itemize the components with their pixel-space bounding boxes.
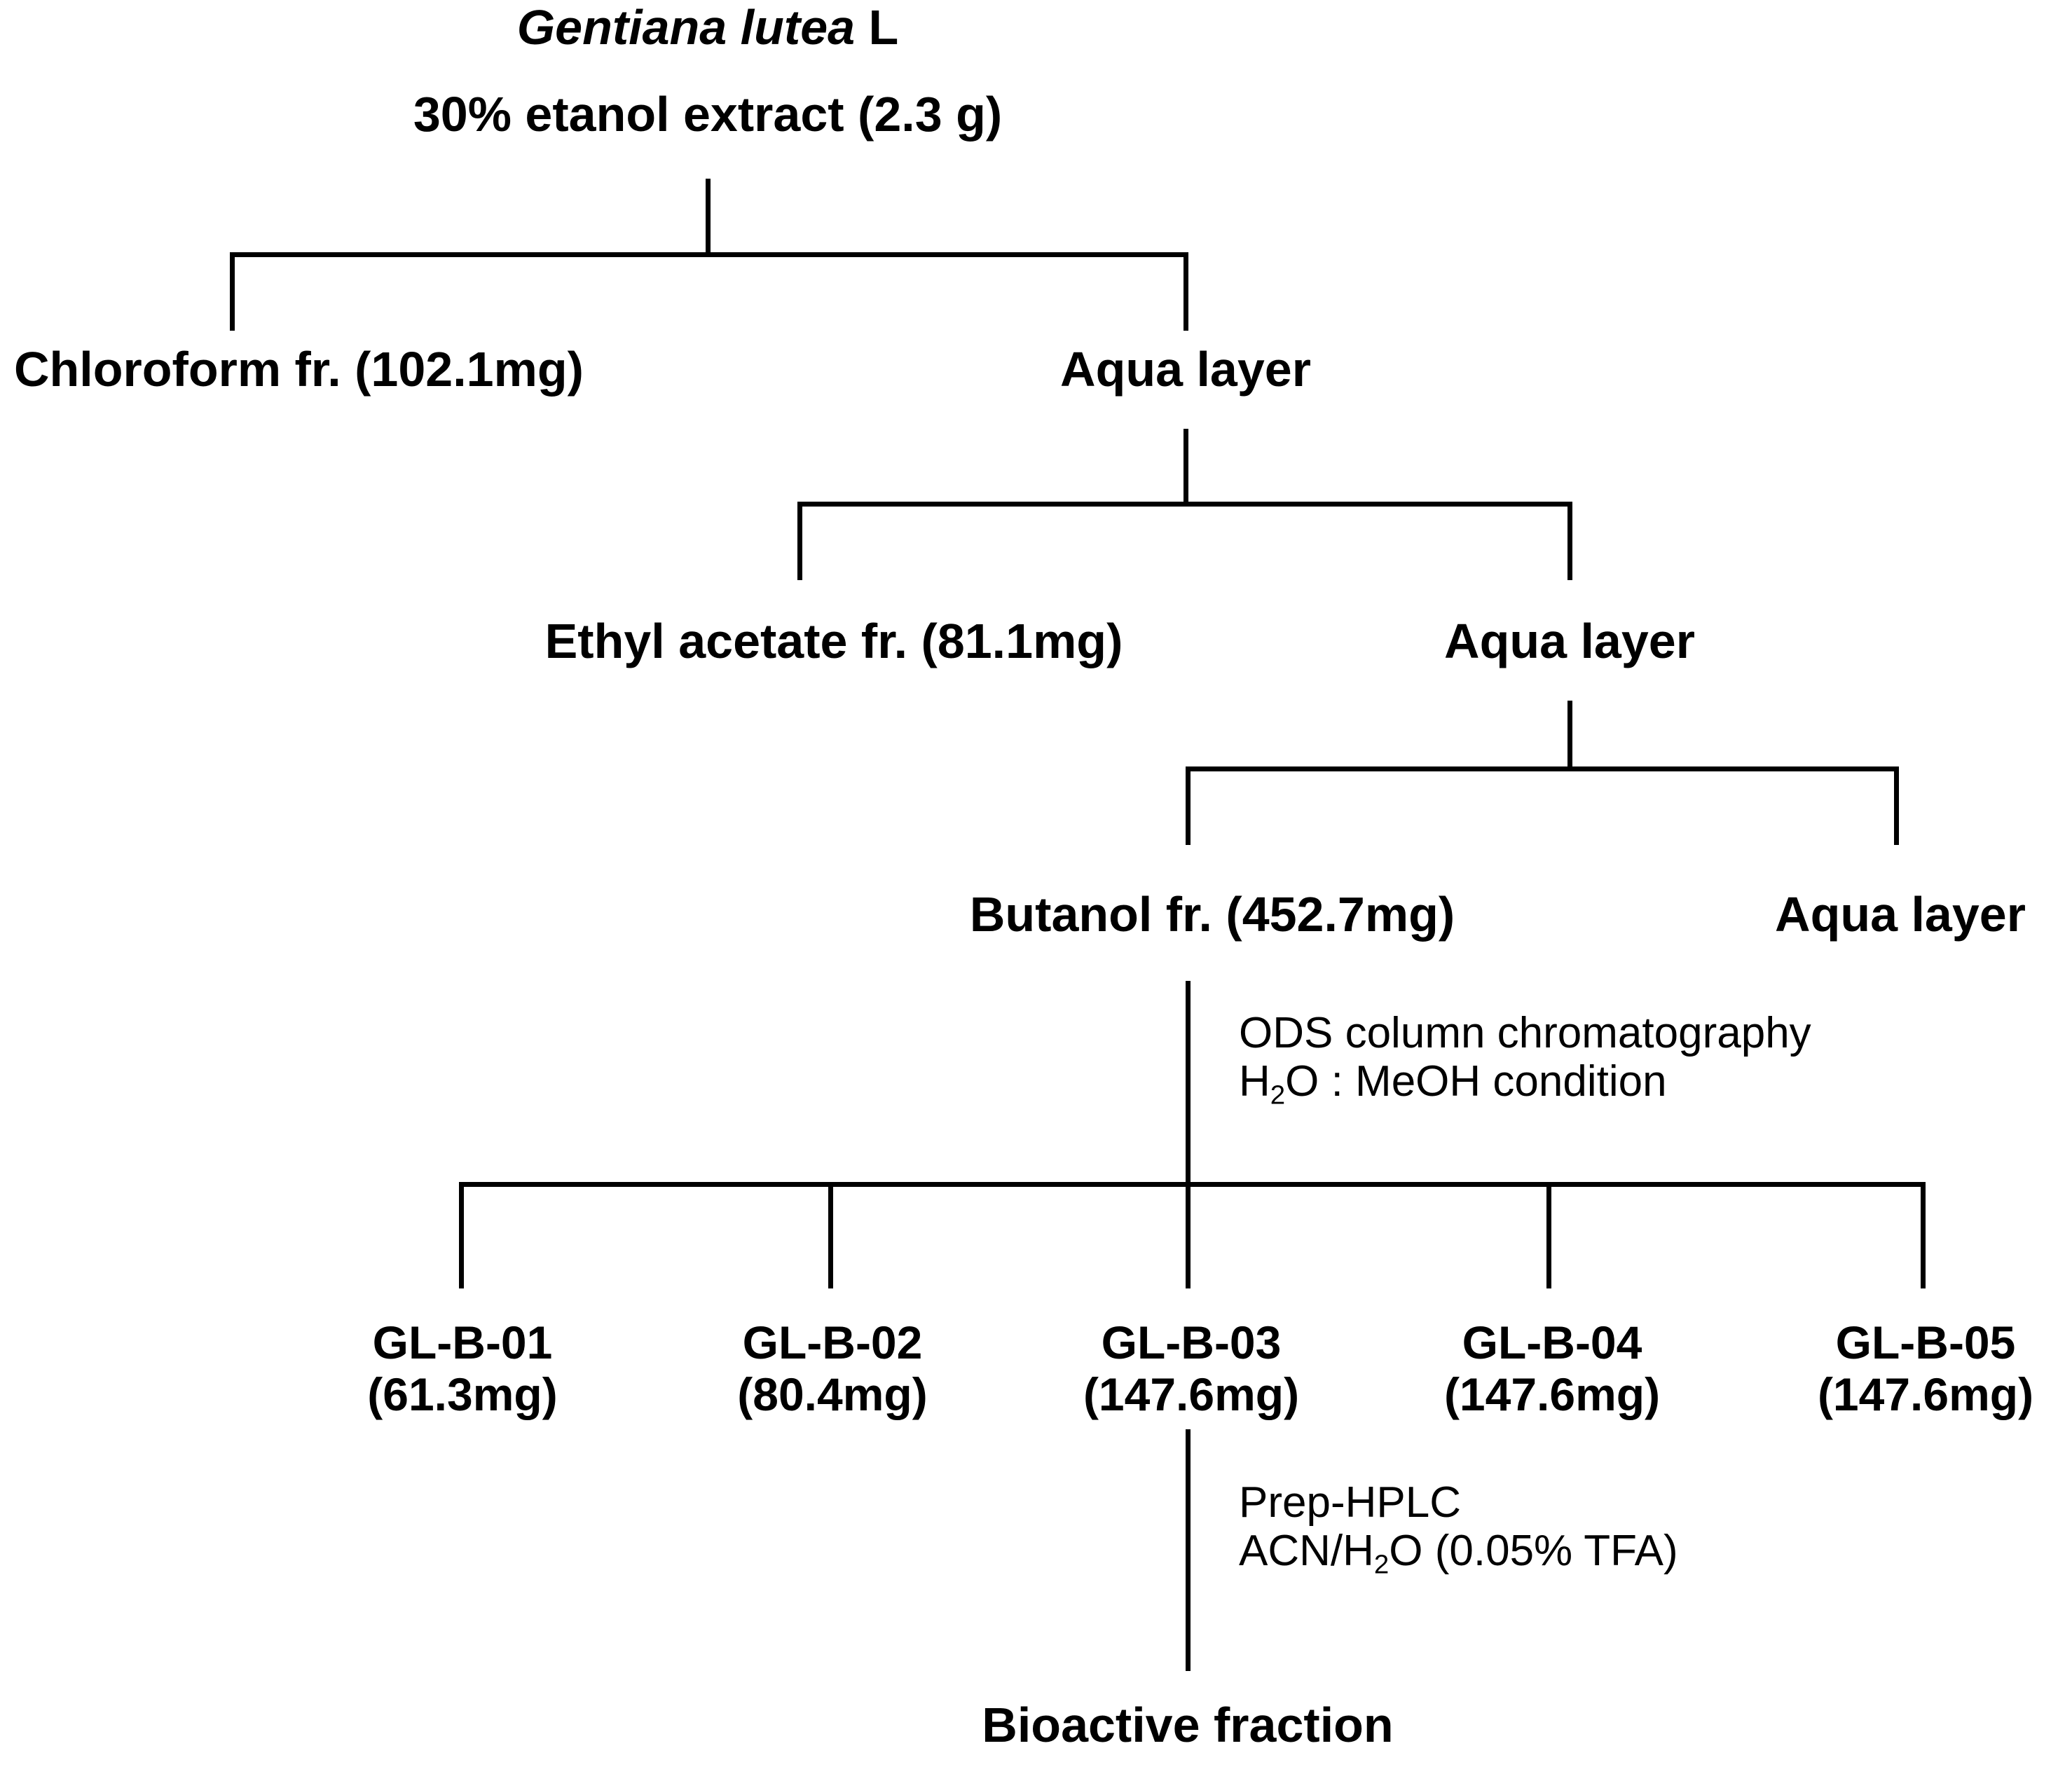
fraction-name: GL-B-02 bbox=[742, 1316, 923, 1368]
node-bioactive-fraction: Bioactive fraction bbox=[982, 1698, 1394, 1752]
node-aqua-layer-3: Aqua layer bbox=[1775, 887, 2026, 942]
plant-species-title: Gentiana lutea L bbox=[517, 1, 899, 53]
connector-drop-gl-b-01 bbox=[459, 1182, 464, 1288]
connector-stem-aqua-2 bbox=[1567, 701, 1572, 771]
fraction-name: GL-B-03 bbox=[1101, 1316, 1282, 1368]
extract-label: 30% etanol extract (2.3 g) bbox=[413, 87, 1003, 142]
annotation-ods-column: ODS column chromatography H2O : MeOH con… bbox=[1239, 1009, 1811, 1111]
connector-drop-aqua-3 bbox=[1894, 766, 1899, 845]
fraction-gl-b-01: GL-B-01 (61.3mg) bbox=[367, 1316, 558, 1421]
connector-bar-level1 bbox=[230, 252, 1188, 257]
fraction-mass: (80.4mg) bbox=[737, 1368, 928, 1420]
connector-drop-butanol bbox=[1186, 766, 1191, 845]
fraction-name: GL-B-01 bbox=[372, 1316, 553, 1368]
connector-drop-gl-b-03 bbox=[1186, 1182, 1191, 1288]
fraction-mass: (61.3mg) bbox=[367, 1368, 558, 1420]
connector-drop-gl-b-05 bbox=[1921, 1182, 1926, 1288]
fraction-name: GL-B-04 bbox=[1462, 1316, 1642, 1368]
fraction-mass: (147.6mg) bbox=[1083, 1368, 1300, 1420]
annotation-hplc-line2: ACN/H2O (0.05% TFA) bbox=[1239, 1527, 1678, 1580]
connector-drop-aqua-2 bbox=[1567, 502, 1572, 580]
subscript-two: 2 bbox=[1373, 1549, 1390, 1580]
annotation-hplc-line1: Prep-HPLC bbox=[1239, 1478, 1461, 1527]
annotation-ods-line1: ODS column chromatography bbox=[1239, 1009, 1811, 1057]
connector-drop-gl-b-02 bbox=[828, 1182, 833, 1288]
connector-stem-aqua-1 bbox=[1183, 429, 1188, 506]
fraction-gl-b-05: GL-B-05 (147.6mg) bbox=[1817, 1316, 2034, 1421]
connector-stem-extract bbox=[706, 179, 711, 256]
connector-drop-ethyl-acetate bbox=[797, 502, 802, 580]
connector-stem-ods bbox=[1186, 981, 1191, 1184]
connector-bar-level3 bbox=[1186, 766, 1899, 771]
node-aqua-layer-1: Aqua layer bbox=[1060, 342, 1311, 397]
connector-drop-gl-b-04 bbox=[1546, 1182, 1551, 1288]
fraction-gl-b-03: GL-B-03 (147.6mg) bbox=[1083, 1316, 1300, 1421]
subscript-two: 2 bbox=[1270, 1080, 1286, 1111]
fraction-name: GL-B-05 bbox=[1835, 1316, 2016, 1368]
connector-bar-fractions bbox=[459, 1182, 1926, 1187]
connector-drop-chloroform bbox=[230, 252, 235, 331]
species-authority: L bbox=[855, 0, 899, 55]
node-ethyl-acetate-fraction: Ethyl acetate fr. (81.1mg) bbox=[544, 614, 1123, 668]
fraction-gl-b-04: GL-B-04 (147.6mg) bbox=[1443, 1316, 1661, 1421]
annotation-prep-hplc: Prep-HPLC ACN/H2O (0.05% TFA) bbox=[1239, 1478, 1678, 1580]
connector-stem-hplc bbox=[1186, 1429, 1191, 1671]
species-name-italic: Gentiana lutea bbox=[516, 0, 856, 55]
fraction-mass: (147.6mg) bbox=[1817, 1368, 2034, 1420]
connector-bar-level2 bbox=[797, 502, 1572, 507]
node-chloroform-fraction: Chloroform fr. (102.1mg) bbox=[14, 342, 584, 397]
node-aqua-layer-2: Aqua layer bbox=[1444, 614, 1695, 668]
connector-drop-aqua-1 bbox=[1183, 252, 1188, 331]
node-butanol-fraction: Butanol fr. (452.7mg) bbox=[969, 887, 1455, 942]
fraction-mass: (147.6mg) bbox=[1443, 1368, 1661, 1420]
annotation-ods-line2: H2O : MeOH condition bbox=[1239, 1057, 1667, 1111]
fraction-gl-b-02: GL-B-02 (80.4mg) bbox=[737, 1316, 928, 1421]
